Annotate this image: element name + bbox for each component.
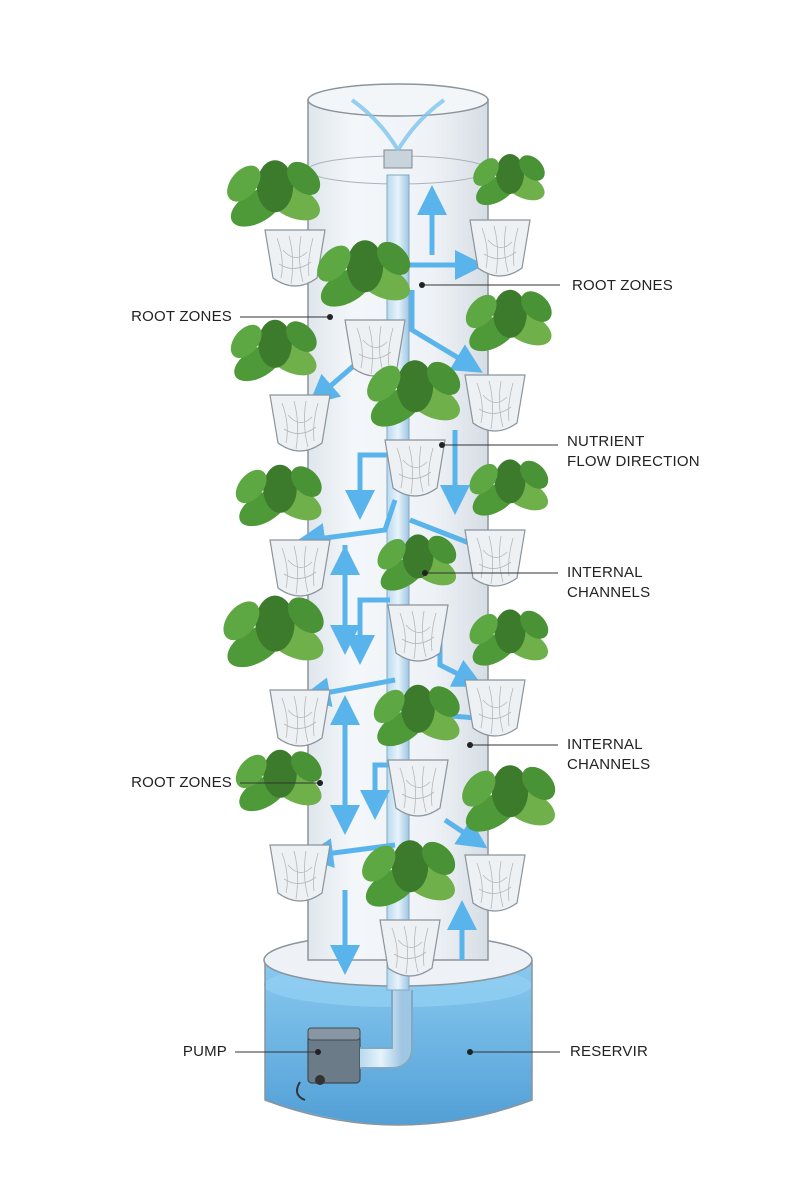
label-nutrient-flow: NUTRIENT FLOW DIRECTION bbox=[567, 432, 700, 472]
callout-lines bbox=[235, 282, 560, 1055]
label-internal-channels-a: INTERNAL CHANNELS bbox=[567, 563, 650, 603]
label-nutrient-flow-line1: NUTRIENT bbox=[567, 433, 645, 450]
label-root-zones-bottom-left: ROOT ZONES bbox=[131, 774, 232, 791]
label-root-zones-top-right: ROOT ZONES bbox=[572, 277, 673, 294]
label-root-zones-top-left: ROOT ZONES bbox=[131, 308, 232, 325]
label-internal-channels-b-line1: INTERNAL bbox=[567, 736, 643, 753]
label-internal-channels-a-line1: INTERNAL bbox=[567, 564, 643, 581]
label-nutrient-flow-line2: FLOW DIRECTION bbox=[567, 453, 700, 470]
supply-pipe bbox=[360, 990, 413, 1069]
pump bbox=[295, 1027, 361, 1101]
label-reservoir: RESERVIR bbox=[570, 1043, 649, 1060]
label-internal-channels-b-line2: CHANNELS bbox=[567, 756, 651, 773]
label-internal-channels-b: INTERNAL CHANNELS bbox=[567, 735, 650, 775]
label-pump: PUMP bbox=[182, 1043, 227, 1060]
label-internal-channels-a-line2: CHANNELS bbox=[567, 584, 651, 601]
